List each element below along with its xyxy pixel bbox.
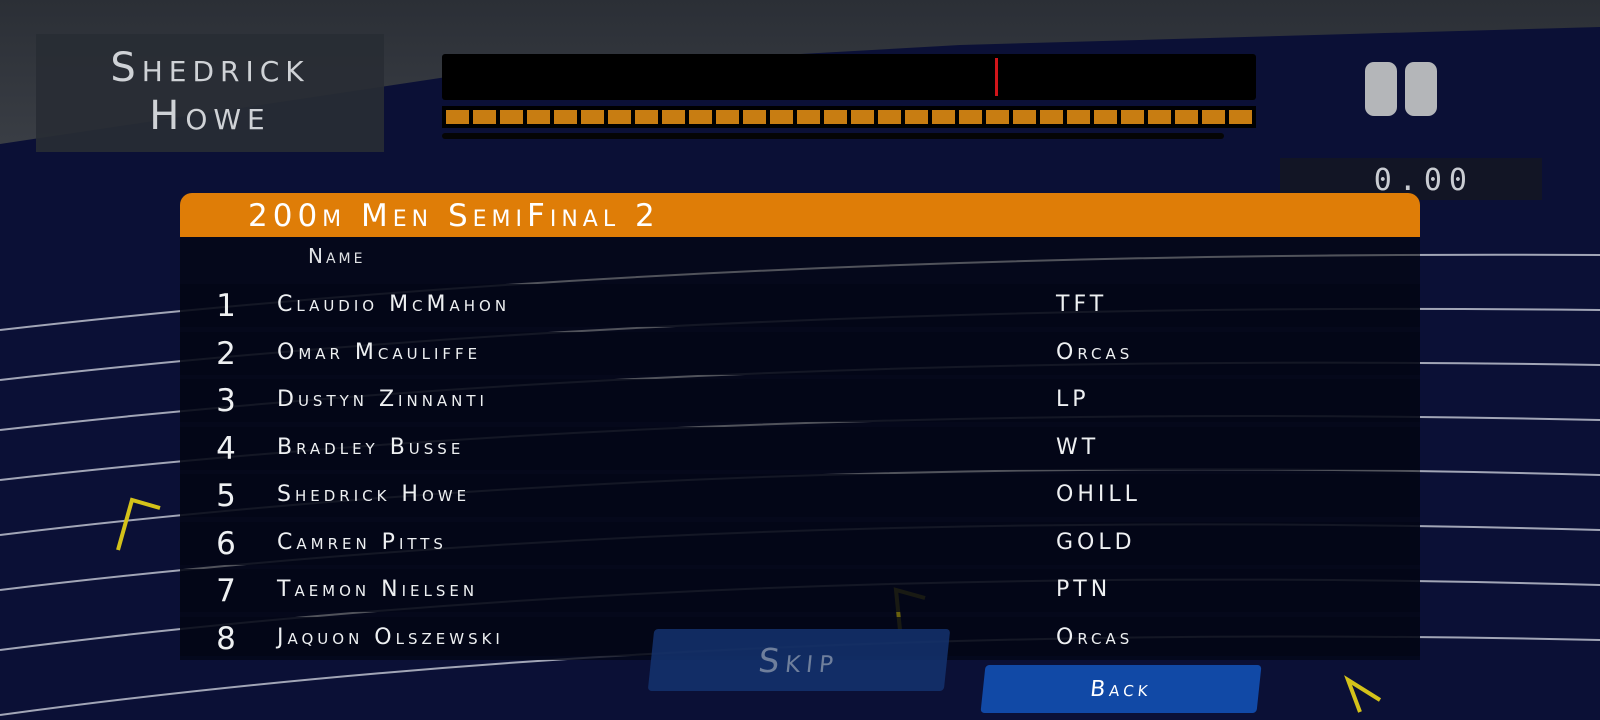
athlete-name: Shedrick Howe [277, 482, 471, 507]
skip-button[interactable]: Skip [647, 629, 951, 691]
table-row: 1 Claudio McMahon TFT [180, 284, 1420, 327]
power-segment [932, 110, 955, 124]
power-segment [986, 110, 1009, 124]
power-meter [442, 106, 1256, 128]
athlete-team: OHILL [1056, 482, 1141, 507]
start-list-body: Name 1 Claudio McMahon TFT 2 Omar Mcauli… [180, 237, 1420, 660]
athlete-team: WT [1056, 434, 1100, 460]
athlete-name: Bradley Busse [277, 434, 465, 460]
power-segment [878, 110, 901, 124]
lane-rank: 4 [216, 430, 238, 467]
name-column-header: Name [308, 244, 366, 268]
athlete-team: LP [1056, 387, 1090, 412]
lane-rank: 3 [216, 383, 238, 419]
power-segment [851, 110, 874, 124]
power-segment [1067, 110, 1090, 124]
athlete-team: TFT [1056, 292, 1108, 317]
power-segment [554, 110, 577, 124]
lane-rank: 1 [216, 288, 238, 324]
power-segment [608, 110, 631, 124]
athlete-team: GOLD [1056, 529, 1136, 555]
power-segment [689, 110, 712, 124]
lane-rank: 7 [216, 573, 238, 609]
table-row: 4 Bradley Busse WT [180, 426, 1420, 470]
athlete-name: Jaquon Olszewski [277, 624, 504, 650]
power-segment [635, 110, 658, 124]
power-segment [1202, 110, 1225, 124]
pause-icon-right-bar [1405, 62, 1437, 116]
power-segment [1148, 110, 1171, 124]
power-segment [581, 110, 604, 124]
lane-rank: 6 [216, 525, 238, 562]
athlete-team: Orcas [1056, 624, 1134, 650]
power-segment [824, 110, 847, 124]
lane-rank: 5 [216, 478, 238, 514]
athlete-team: Orcas [1056, 339, 1134, 365]
power-segment [743, 110, 766, 124]
power-segment [500, 110, 523, 124]
power-meter-underline [442, 133, 1224, 139]
power-segment [662, 110, 685, 124]
athlete-name: Camren Pitts [277, 529, 447, 555]
back-button[interactable]: Back [980, 665, 1262, 713]
power-segment [1013, 110, 1036, 124]
power-segment [716, 110, 739, 124]
power-segment [770, 110, 793, 124]
athlete-name: Taemon Nielsen [277, 577, 479, 602]
athlete-team: PTN [1056, 577, 1112, 602]
timing-meter [442, 54, 1256, 100]
power-segment [1040, 110, 1063, 124]
power-segment [1229, 110, 1252, 124]
power-segment [1094, 110, 1117, 124]
table-row: 7 Taemon Nielsen PTN [180, 569, 1420, 612]
power-segment [905, 110, 928, 124]
table-row: 5 Shedrick Howe OHILL [180, 474, 1420, 517]
player-first-name: Shedrick [110, 45, 310, 91]
table-row: 3 Dustyn Zinnanti LP [180, 379, 1420, 422]
player-last-name: Howe [149, 93, 271, 139]
lane-rank: 8 [216, 620, 238, 657]
athlete-name: Omar Mcauliffe [277, 339, 482, 365]
lane-rank: 2 [216, 335, 238, 372]
power-segment [797, 110, 820, 124]
power-segment [959, 110, 982, 124]
timing-marker [995, 58, 998, 96]
power-segment [1175, 110, 1198, 124]
power-segment [1121, 110, 1144, 124]
power-segment [446, 110, 469, 124]
table-row: 6 Camren Pitts GOLD [180, 521, 1420, 565]
pause-icon-left-bar [1365, 62, 1397, 116]
start-list: 1 Claudio McMahon TFT 2 Omar Mcauliffe O… [180, 284, 1420, 664]
pause-button[interactable] [1365, 62, 1457, 116]
player-name-box: Shedrick Howe [36, 34, 384, 152]
power-segment [527, 110, 550, 124]
race-title: 200m Men SemiFinal 2 [180, 193, 1420, 237]
table-row: 2 Omar Mcauliffe Orcas [180, 331, 1420, 375]
power-segment [473, 110, 496, 124]
athlete-name: Claudio McMahon [277, 292, 511, 317]
athlete-name: Dustyn Zinnanti [277, 387, 488, 412]
start-list-panel: 200m Men SemiFinal 2 Name 1 Claudio McMa… [180, 193, 1420, 660]
